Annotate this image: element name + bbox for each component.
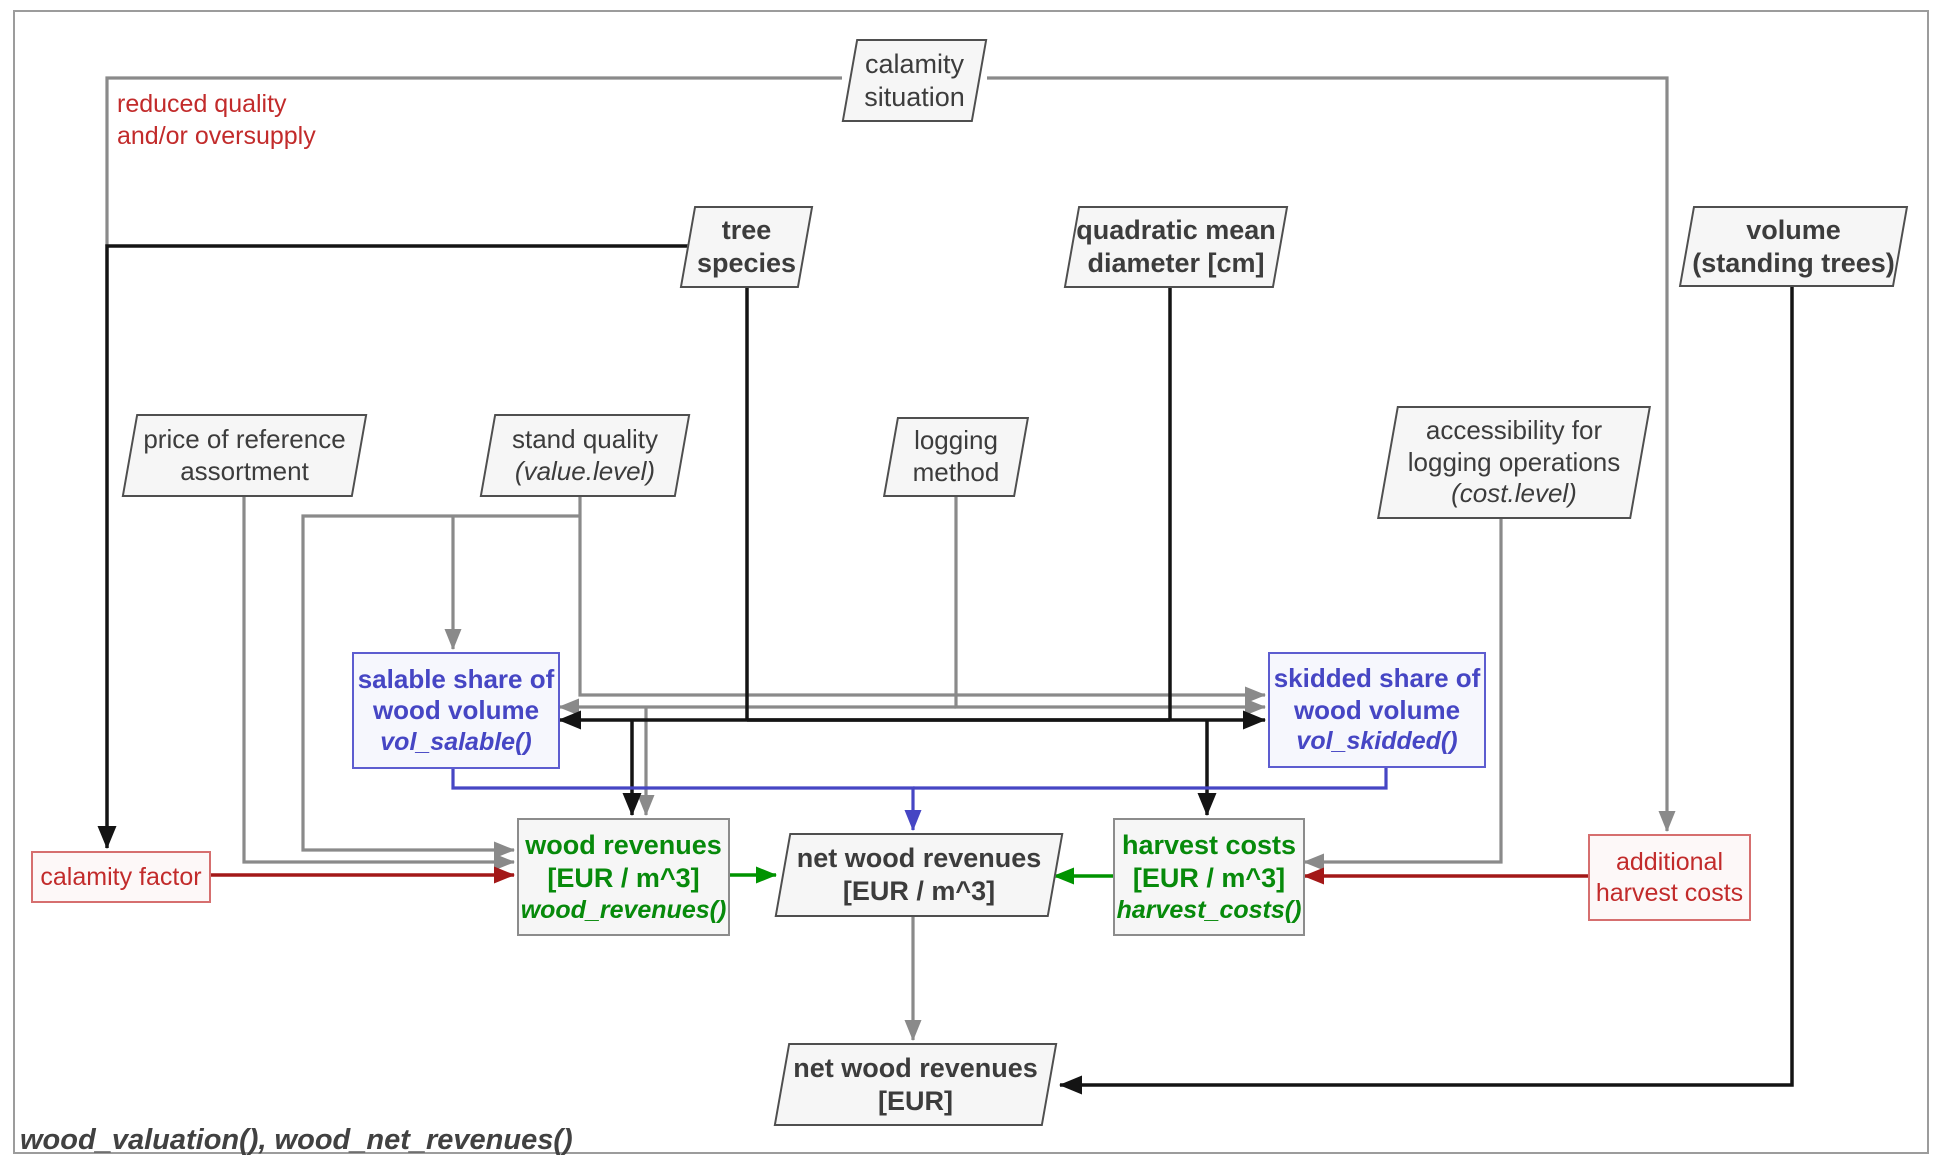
node-price-reference-assortment: price of reference assortment (121, 414, 368, 497)
node-net-wood-revenues-m3: net wood revenues [EUR / m^3] (774, 833, 1064, 917)
node-tree-species: tree species (679, 206, 814, 288)
annotation-reduced-quality: reduced quality and/or oversupply (117, 90, 316, 150)
edge-accessibility-to-harvest-costs (1303, 519, 1503, 871)
edge-volume-to-net-eur (1059, 287, 1794, 1095)
node-harvest-costs: harvest costs [EUR / m^3] harvest_costs(… (1113, 818, 1305, 936)
node-calamity-factor: calamity factor (31, 851, 211, 903)
node-accessibility: accessibility for logging operations (co… (1377, 406, 1651, 519)
diagram-frame (13, 10, 1929, 1154)
node-vol-salable: salable share of wood volume vol_salable… (352, 652, 560, 769)
edge-vol-skidded-to-net-m3 (913, 764, 1388, 790)
edge-stand-quality-to-wood-revenues (301, 514, 580, 859)
node-quadratic-mean-diameter: quadratic mean diameter [cm] (1063, 206, 1289, 288)
edge-logging-method-to-vol-skidded (954, 497, 1266, 716)
edge-vol-salable-to-net-m3 (451, 765, 922, 831)
node-calamity-situation: calamity situation (841, 39, 988, 122)
node-net-wood-revenues-eur: net wood revenues [EUR] (773, 1043, 1058, 1126)
edge-stand-quality-to-vol-skidded (578, 497, 1266, 704)
diagram-caption: wood_valuation(), wood_net_revenues() (20, 1124, 573, 1156)
edge-calamity-to-left-junction (105, 76, 842, 246)
node-additional-harvest-costs: additional harvest costs (1588, 834, 1751, 921)
node-wood-revenues: wood revenues [EUR / m^3] wood_revenues(… (517, 818, 730, 936)
edge-species-calamity-to-calamity-factor (97, 244, 690, 849)
node-vol-skidded: skidded share of wood volume vol_skidded… (1268, 652, 1486, 768)
node-volume-standing-trees: volume (standing trees) (1678, 206, 1909, 287)
edge-calamity-to-additional-harvest-costs (987, 76, 1676, 832)
node-logging-method: logging method (882, 417, 1030, 497)
node-stand-quality: stand quality (value.level) (479, 414, 691, 497)
edge-price-to-wood-revenues (242, 497, 515, 871)
